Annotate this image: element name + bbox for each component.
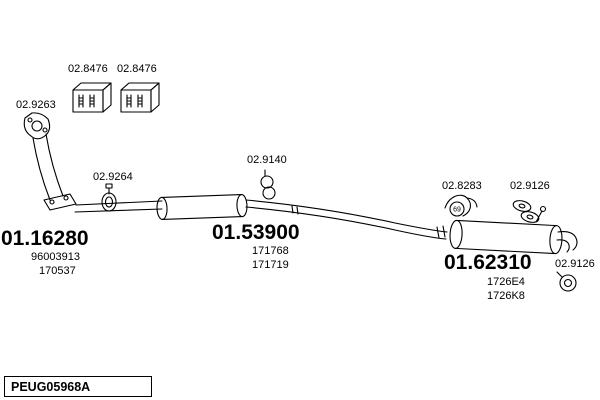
tail-ring-icon xyxy=(556,271,577,292)
section-sub-front-1: 96003913 xyxy=(31,251,80,263)
part-label-front-flange: 02.9263 xyxy=(16,99,56,111)
downpipe-drawing xyxy=(32,133,77,211)
section-code-middle: 01.53900 xyxy=(212,221,300,244)
part-label-bracket: 02.8283 xyxy=(442,180,482,192)
section-sub-front-2: 170537 xyxy=(39,265,76,277)
center-muffler-drawing xyxy=(156,194,248,220)
part-label-hanger: 02.9140 xyxy=(247,154,287,166)
part-label-gasket1: 02.8476 xyxy=(68,63,108,75)
connecting-pipe-drawing xyxy=(245,199,448,240)
section-sub-rear-1: 1726E4 xyxy=(487,276,525,288)
part-label-mount: 02.9126 xyxy=(510,180,550,192)
part-label-clamp: 02.9264 xyxy=(93,171,133,183)
diagram-reference-code: PEUG05968A xyxy=(11,379,91,394)
clamp-icon xyxy=(101,183,117,212)
gasket-box-icon xyxy=(72,82,112,113)
part-label-gasket2: 02.8476 xyxy=(117,63,157,75)
part-label-tail-ring: 02.9126 xyxy=(555,258,595,270)
section-code-front: 01.16280 xyxy=(1,227,89,250)
section-code-rear: 01.62310 xyxy=(444,251,532,274)
bracket-icon: 69 xyxy=(444,194,478,217)
bracket-mark-label: 69 xyxy=(453,207,461,214)
mid-inlet-pipe-drawing xyxy=(74,200,163,213)
gasket-box-icon xyxy=(120,82,160,113)
hanger-icon xyxy=(260,169,276,200)
mount-rings-icon xyxy=(512,200,540,223)
diagram-reference-box: PEUG05968A xyxy=(4,376,152,397)
section-sub-middle-1: 171768 xyxy=(252,245,289,257)
section-sub-rear-2: 1726K8 xyxy=(487,290,525,302)
section-sub-middle-2: 171719 xyxy=(252,259,289,271)
tailpipe-drawing xyxy=(556,231,578,253)
